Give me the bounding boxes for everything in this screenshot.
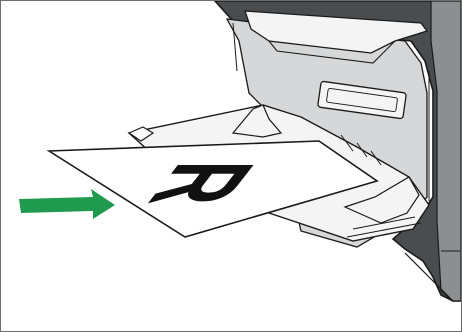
insert-direction-arrow [19,189,115,219]
arrow-right-icon [19,189,115,219]
